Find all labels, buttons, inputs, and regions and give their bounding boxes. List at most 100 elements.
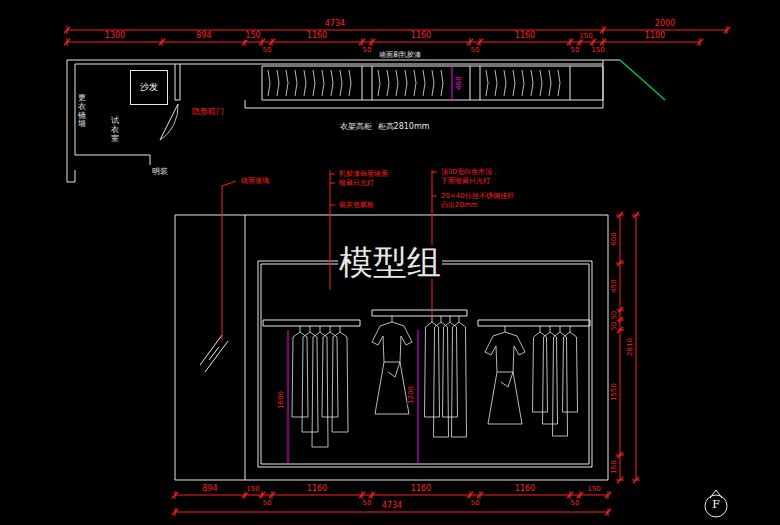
note-text: 明装 bbox=[151, 168, 169, 176]
leader-line bbox=[330, 205, 335, 206]
dimension-tick bbox=[605, 509, 611, 515]
wall-line bbox=[67, 170, 75, 182]
garment bbox=[553, 326, 568, 436]
hanger-symbol bbox=[378, 70, 380, 96]
note-text: 镜面玻璃 bbox=[240, 178, 270, 185]
hanger-symbol bbox=[513, 70, 515, 96]
wall-line bbox=[75, 64, 76, 155]
glass-mark bbox=[200, 335, 222, 365]
glass-mark bbox=[209, 347, 219, 360]
dimension-line bbox=[175, 495, 608, 496]
extension-line bbox=[272, 38, 273, 46]
extension-line bbox=[580, 491, 581, 499]
dimension-tick bbox=[172, 509, 178, 515]
dimension-text: 1160 bbox=[514, 32, 536, 40]
wardrobe-divider bbox=[372, 66, 373, 100]
sofa-box: 沙发 bbox=[130, 70, 168, 105]
note-text: 暗藏日光灯 bbox=[338, 180, 375, 187]
hanger-symbol bbox=[304, 70, 306, 96]
extension-line bbox=[616, 215, 624, 216]
hanger-symbol bbox=[313, 70, 315, 96]
dimension-tick bbox=[269, 39, 275, 45]
dimension-tick bbox=[369, 39, 375, 45]
extension-line bbox=[262, 491, 263, 499]
hanger-symbol bbox=[549, 70, 551, 96]
extension-line bbox=[470, 491, 471, 499]
hanger-symbol bbox=[349, 70, 351, 96]
dimension-tick bbox=[724, 27, 730, 33]
extension-line bbox=[362, 38, 363, 46]
leader-line bbox=[330, 183, 335, 184]
dimension-text: 50 bbox=[362, 500, 373, 507]
hanger-symbol bbox=[396, 70, 398, 96]
garment bbox=[452, 316, 467, 437]
extension-line bbox=[272, 491, 273, 499]
dimension-line bbox=[452, 66, 453, 100]
extension-line bbox=[570, 491, 571, 499]
dimension-tick bbox=[159, 39, 165, 45]
extension-line bbox=[175, 491, 176, 499]
dimension-tick bbox=[577, 39, 583, 45]
hanger-symbol bbox=[340, 70, 342, 96]
wardrobe-divider bbox=[480, 66, 481, 100]
leader-line bbox=[330, 174, 335, 175]
dimension-text: 50 bbox=[611, 321, 618, 331]
door-swing bbox=[160, 104, 178, 140]
dimension-text: 450 bbox=[611, 278, 618, 293]
hanger-symbol bbox=[405, 70, 407, 96]
dimension-tick bbox=[567, 492, 573, 498]
dimension-text: 150 bbox=[244, 32, 261, 40]
garment bbox=[443, 316, 458, 417]
dimension-tick bbox=[605, 492, 611, 498]
note-text: 衣架高柜 柜高2810mm bbox=[339, 123, 430, 131]
dimension-text: 150 bbox=[578, 33, 593, 40]
dimension-text: 1160 bbox=[410, 485, 432, 493]
wardrobe-divider bbox=[570, 66, 571, 100]
dimension-line bbox=[636, 215, 637, 480]
dress-belt bbox=[497, 372, 513, 387]
note-text: 银灰色腻板 bbox=[338, 202, 375, 209]
north-symbol: F bbox=[702, 489, 730, 519]
hanger-symbol bbox=[531, 70, 533, 96]
dimension-text: 1160 bbox=[306, 32, 328, 40]
display-niche bbox=[261, 264, 589, 464]
hanger-symbol bbox=[522, 70, 524, 96]
badge-circle bbox=[705, 495, 727, 517]
dimension-text: 1550 bbox=[611, 382, 618, 402]
extension-line bbox=[162, 38, 163, 46]
dimension-text: 1160 bbox=[514, 485, 536, 493]
garment bbox=[434, 316, 449, 437]
garment bbox=[322, 326, 338, 417]
badge-pointer bbox=[710, 490, 722, 498]
dimension-text: 1160 bbox=[306, 485, 328, 493]
dimension-tick bbox=[477, 39, 483, 45]
garment bbox=[563, 326, 578, 412]
leader-line bbox=[330, 170, 331, 290]
dimension-line bbox=[175, 512, 608, 513]
dimension-tick bbox=[577, 492, 583, 498]
wall-line bbox=[175, 64, 180, 100]
extension-line bbox=[616, 263, 624, 264]
dimension-text: 150 bbox=[586, 486, 601, 493]
dimension-text: 2000 bbox=[654, 20, 676, 28]
dimension-text: 1160 bbox=[410, 32, 432, 40]
dimension-tick bbox=[477, 492, 483, 498]
dimension-tick bbox=[242, 492, 248, 498]
dimension-tick bbox=[467, 39, 473, 45]
dimension-tick bbox=[617, 260, 623, 266]
elevation-outline bbox=[175, 215, 608, 480]
dimension-text: 894 bbox=[195, 32, 212, 40]
dimension-tick bbox=[617, 477, 623, 483]
glass-partition bbox=[620, 60, 665, 100]
extension-line bbox=[372, 38, 373, 46]
dimension-tick bbox=[64, 27, 70, 33]
dimension-tick bbox=[617, 452, 623, 458]
note-text: 隐形暗门 bbox=[191, 108, 225, 116]
extension-line bbox=[480, 38, 481, 46]
dimension-tick bbox=[172, 492, 178, 498]
note-text: 更衣镜墙 bbox=[77, 94, 87, 129]
extension-line bbox=[632, 215, 640, 216]
note-text: 墙面刷乳胶漆 bbox=[378, 52, 422, 59]
dimension-tick bbox=[697, 39, 703, 45]
hanger-symbol bbox=[423, 70, 425, 96]
